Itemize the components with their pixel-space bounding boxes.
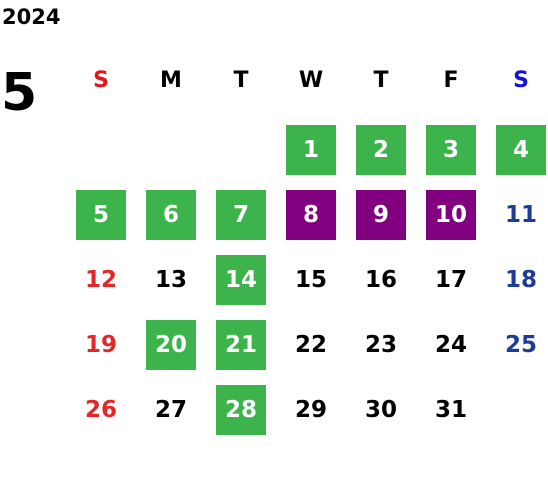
day-cell[interactable]: 25 bbox=[504, 332, 537, 358]
day-cell[interactable]: 17 bbox=[434, 267, 467, 293]
day-cell[interactable]: 10 bbox=[426, 190, 476, 240]
day-cell[interactable]: 29 bbox=[294, 397, 327, 423]
month-label: 5 bbox=[1, 63, 38, 123]
weekday-thursday: T bbox=[373, 68, 389, 93]
day-cell[interactable]: 31 bbox=[434, 397, 467, 423]
day-cell[interactable]: 24 bbox=[434, 332, 467, 358]
day-cell[interactable]: 13 bbox=[154, 267, 187, 293]
day-cell[interactable]: 9 bbox=[356, 190, 406, 240]
weekday-tuesday: T bbox=[233, 68, 249, 93]
day-cell[interactable]: 30 bbox=[364, 397, 397, 423]
day-cell[interactable]: 7 bbox=[216, 190, 266, 240]
day-cell[interactable]: 14 bbox=[216, 255, 266, 305]
day-cell[interactable]: 22 bbox=[294, 332, 327, 358]
year-label: 2024 bbox=[2, 5, 61, 29]
day-cell[interactable]: 4 bbox=[496, 125, 546, 175]
day-cell[interactable]: 27 bbox=[154, 397, 187, 423]
day-cell[interactable]: 6 bbox=[146, 190, 196, 240]
day-cell[interactable]: 5 bbox=[76, 190, 126, 240]
weekday-monday: M bbox=[160, 68, 182, 93]
day-cell[interactable]: 3 bbox=[426, 125, 476, 175]
day-cell[interactable]: 16 bbox=[364, 267, 397, 293]
day-cell[interactable]: 2 bbox=[356, 125, 406, 175]
day-cell[interactable]: 26 bbox=[84, 397, 117, 423]
weekday-friday: F bbox=[443, 68, 459, 93]
day-cell[interactable]: 11 bbox=[504, 202, 537, 228]
day-cell[interactable]: 21 bbox=[216, 320, 266, 370]
weekday-sunday: S bbox=[93, 68, 109, 93]
day-cell[interactable]: 1 bbox=[286, 125, 336, 175]
day-cell[interactable]: 8 bbox=[286, 190, 336, 240]
day-cell[interactable]: 12 bbox=[84, 267, 117, 293]
day-cell[interactable]: 19 bbox=[84, 332, 117, 358]
day-cell[interactable]: 20 bbox=[146, 320, 196, 370]
day-cell[interactable]: 15 bbox=[294, 267, 327, 293]
weekday-saturday: S bbox=[513, 68, 529, 93]
day-cell[interactable]: 18 bbox=[504, 267, 537, 293]
day-cell[interactable]: 28 bbox=[216, 385, 266, 435]
weekday-wednesday: W bbox=[298, 68, 324, 93]
day-cell[interactable]: 23 bbox=[364, 332, 397, 358]
